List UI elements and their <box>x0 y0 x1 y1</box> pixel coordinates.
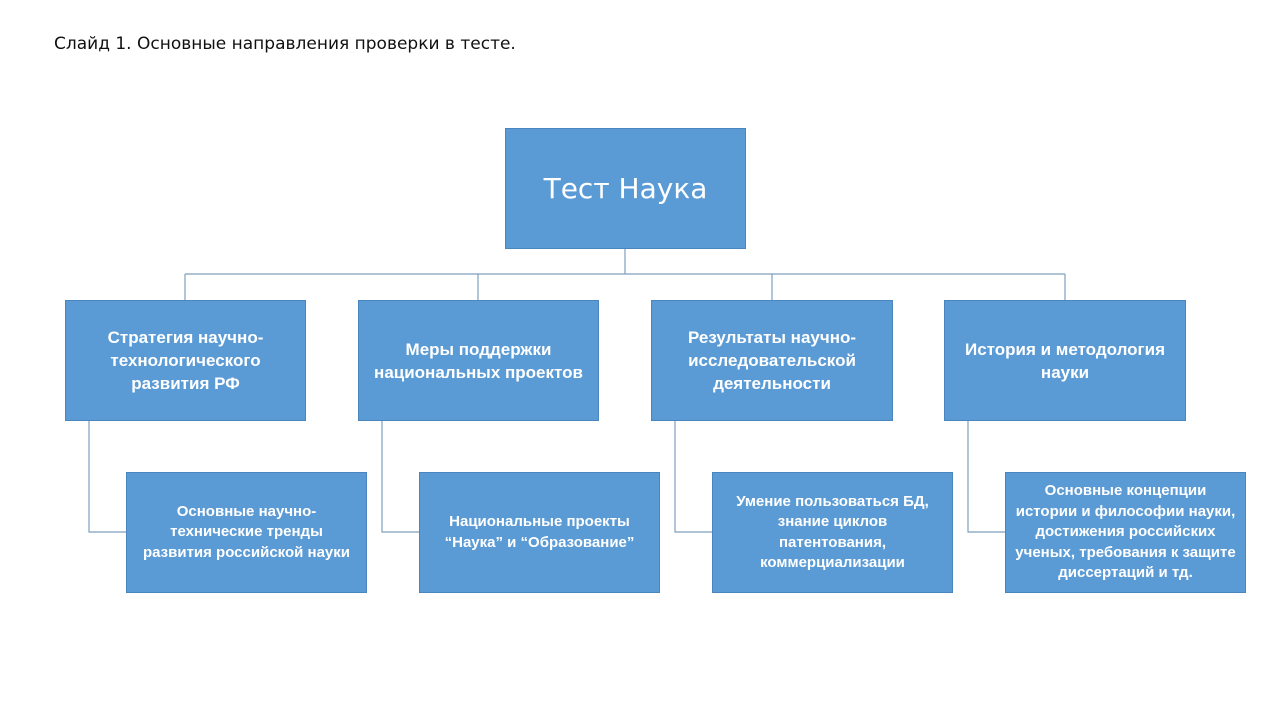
branch-node-label: Стратегия научно- технологического разви… <box>107 328 264 393</box>
slide-title: Слайд 1. Основные направления проверки в… <box>54 34 516 54</box>
root-node: Тест Наука <box>505 128 746 249</box>
branch-node-label: Меры поддержки национальных проектов <box>374 339 583 382</box>
detail-node-strategy: Основные научно- технические тренды разв… <box>126 472 367 593</box>
detail-node-support-measures: Национальные проекты “Наука” и “Образова… <box>419 472 660 593</box>
branch-node-label: Результаты научно- исследовательской дея… <box>687 328 857 393</box>
detail-node-label: Основные научно- технические тренды разв… <box>142 502 350 561</box>
detail-node-label: Национальные проекты “Наука” и “Образова… <box>444 513 635 551</box>
detail-connector-1 <box>88 420 126 533</box>
detail-connector-2 <box>381 420 419 533</box>
detail-connector-3 <box>674 420 712 533</box>
detail-node-research-results: Умение пользоваться БД, знание циклов па… <box>712 472 953 593</box>
branch-node-strategy: Стратегия научно- технологического разви… <box>65 300 306 421</box>
detail-node-label: Умение пользоваться БД, знание циклов па… <box>736 492 929 572</box>
detail-node-history-methodology: Основные концепции истории и философии н… <box>1005 472 1246 593</box>
branch-node-research-results: Результаты научно- исследовательской дея… <box>651 300 893 421</box>
detail-connector-4 <box>967 420 1005 533</box>
branch-node-support-measures: Меры поддержки национальных проектов <box>358 300 599 421</box>
root-node-label: Тест Наука <box>543 172 708 205</box>
branch-node-history-methodology: История и методология науки <box>944 300 1186 421</box>
detail-node-label: Основные концепции истории и философии н… <box>1015 482 1236 582</box>
branch-node-label: История и методология науки <box>964 339 1166 382</box>
